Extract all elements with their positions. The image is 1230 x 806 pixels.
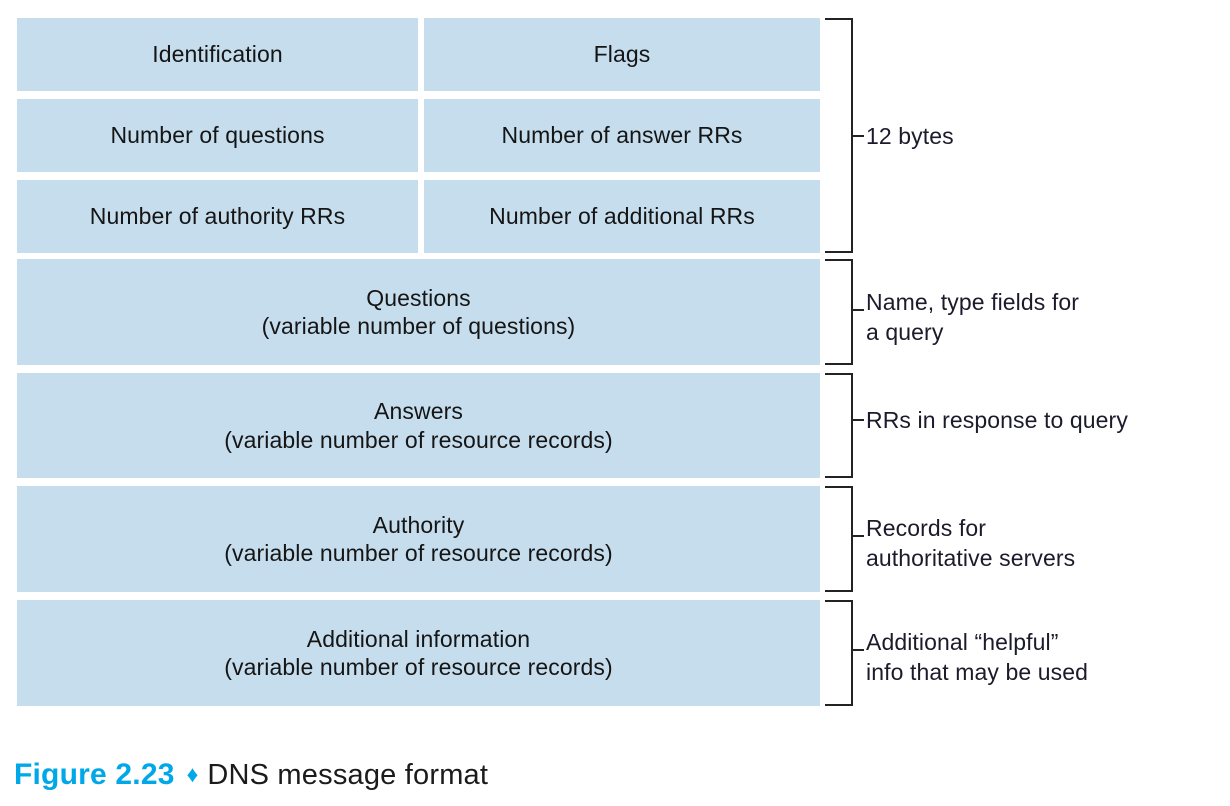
diamond-icon: ♦ <box>186 761 199 787</box>
field-number-of-answer-rrs: Number of answer RRs <box>424 99 820 172</box>
brace-tick-authority <box>851 535 864 537</box>
section-questions-text: Questions (variable number of questions) <box>254 284 584 340</box>
brace-questions <box>825 259 853 365</box>
section-additional-information-text: Additional information (variable number … <box>216 625 620 681</box>
dns-message-diagram: Identification Flags Number of questions… <box>17 18 820 706</box>
section-questions-title: Questions <box>366 284 471 311</box>
figure-title: DNS message format <box>207 759 489 791</box>
field-flags: Flags <box>424 18 820 91</box>
brace-tick-additional <box>851 649 864 651</box>
section-authority-title: Authority <box>372 511 465 538</box>
section-additional-information-subtitle: (variable number of resource records) <box>224 654 613 680</box>
field-flags-label: Flags <box>593 41 651 68</box>
field-number-of-additional-rrs: Number of additional RRs <box>424 180 820 253</box>
section-answers-text: Answers (variable number of resource rec… <box>216 397 620 453</box>
section-questions-subtitle: (variable number of questions) <box>261 313 576 339</box>
annotation-authority: Records for authoritative servers <box>866 515 1076 571</box>
section-answers-subtitle: (variable number of resource records) <box>224 426 613 453</box>
section-authority: Authority (variable number of resource r… <box>17 486 820 592</box>
brace-additional <box>825 600 853 706</box>
annotation-questions: Name, type fields for a query <box>866 289 1080 345</box>
field-identification: Identification <box>17 18 418 91</box>
brace-tick-answers <box>851 419 864 421</box>
section-answers-title: Answers <box>374 398 463 425</box>
section-authority-subtitle: (variable number of resource records) <box>224 540 613 566</box>
section-additional-information-title: Additional information <box>306 625 531 652</box>
figure-number: Figure 2.23 <box>14 758 175 791</box>
brace-header <box>825 18 853 253</box>
annotation-additional: Additional “helpful” info that may be us… <box>866 629 1089 685</box>
brace-tick-questions <box>851 309 864 311</box>
section-questions: Questions (variable number of questions) <box>17 259 820 365</box>
field-number-of-additional-rrs-label: Number of additional RRs <box>489 203 755 230</box>
field-number-of-authority-rrs-label: Number of authority RRs <box>89 203 346 230</box>
field-number-of-authority-rrs: Number of authority RRs <box>17 180 418 253</box>
field-identification-label: Identification <box>152 41 283 68</box>
field-number-of-questions-label: Number of questions <box>110 122 325 149</box>
annotation-header-size: 12 bytes <box>866 123 954 149</box>
section-authority-text: Authority (variable number of resource r… <box>216 511 620 567</box>
section-answers: Answers (variable number of resource rec… <box>17 373 820 478</box>
annotation-answers: RRs in response to query <box>866 407 1128 433</box>
brace-answers <box>825 373 853 478</box>
section-additional-information: Additional information (variable number … <box>17 600 820 706</box>
field-number-of-answer-rrs-label: Number of answer RRs <box>501 122 743 149</box>
brace-authority <box>825 486 853 592</box>
figure-caption: Figure 2.23 ♦ DNS message format <box>14 758 488 792</box>
field-number-of-questions: Number of questions <box>17 99 418 172</box>
brace-tick-header <box>851 135 864 137</box>
